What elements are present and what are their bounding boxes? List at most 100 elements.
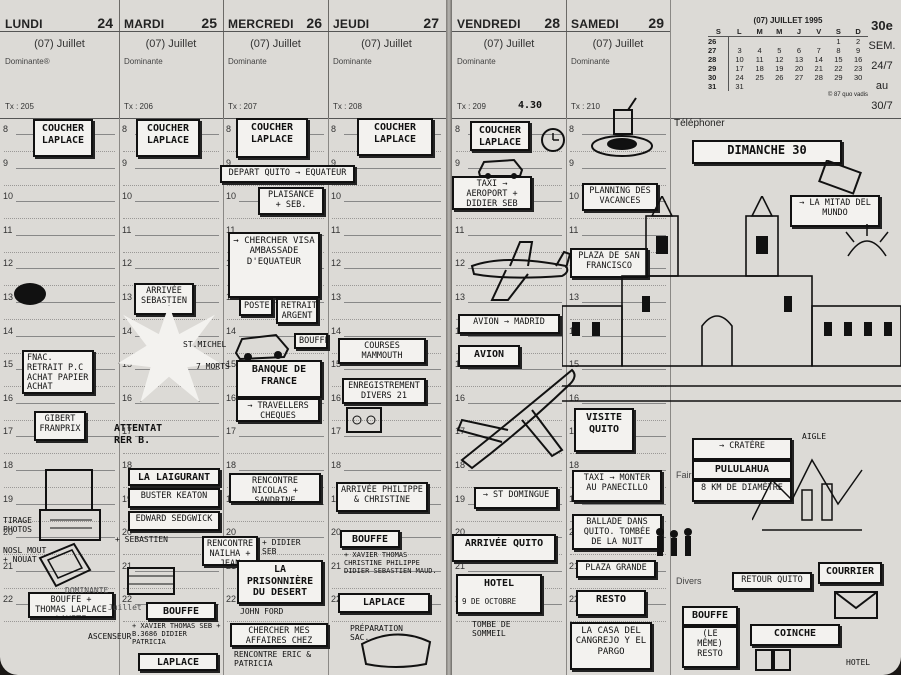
week-end: 30/7 bbox=[871, 100, 893, 112]
hour-label: 9 bbox=[226, 158, 232, 168]
hour-label: 14 bbox=[3, 326, 14, 336]
hour-line bbox=[135, 436, 219, 437]
day-dominante: Dominante bbox=[333, 57, 372, 66]
half-hour-line bbox=[227, 621, 324, 622]
hour-label: 10 bbox=[3, 191, 14, 201]
mini-calendar-day bbox=[829, 82, 849, 91]
note-plaza-san-francisco: PLAZA DE SAN FRANCISCO bbox=[570, 248, 648, 278]
mini-calendar-week: 29 bbox=[708, 64, 730, 73]
playing-cards-drawing bbox=[755, 649, 791, 671]
mini-calendar-day: 19 bbox=[775, 64, 784, 73]
mini-calendar-day: 13 bbox=[794, 55, 804, 64]
day-header-samedi: SAMEDI 29 (07) Juillet Dominante Tx : 21… bbox=[566, 0, 671, 118]
note-laplace-jeudi: LAPLACE bbox=[338, 593, 430, 613]
hour-label: 21 bbox=[226, 561, 237, 571]
note-arrivee-quito: ARRIVÉE QUITO bbox=[452, 534, 556, 562]
hour-label: 20 bbox=[122, 527, 133, 537]
airplane-2-drawing bbox=[456, 368, 576, 470]
hour-line bbox=[468, 403, 562, 404]
bag-drawing bbox=[360, 633, 432, 668]
note-travellers: → TRAVELLERS CHEQUES bbox=[236, 398, 320, 422]
mini-calendar-day: 24 bbox=[735, 73, 744, 82]
day-number: 24 bbox=[97, 15, 113, 31]
mini-calendar-week: 28 bbox=[708, 55, 730, 64]
half-hour-line bbox=[227, 185, 324, 186]
hour-label: 13 bbox=[3, 292, 14, 302]
note-attentat: ATTENTAT RER B. bbox=[114, 423, 163, 446]
hour-line bbox=[344, 201, 441, 202]
hour-label: 21 bbox=[569, 561, 580, 571]
mini-calendar-day: 1 bbox=[836, 37, 841, 46]
right-page: VENDREDI 28 (07) Juillet Dominante Tx : … bbox=[452, 0, 901, 675]
hour-label: 14 bbox=[226, 326, 237, 336]
note-laplace-mardi: LAPLACE bbox=[138, 653, 218, 671]
note-bouffe-jeudi: BOUFFE bbox=[340, 530, 400, 548]
hour-label: 13 bbox=[122, 292, 133, 302]
mini-calendar-day: 7 bbox=[816, 46, 821, 55]
note-morts: 7 MORTS bbox=[196, 362, 230, 371]
day-name: LUNDI bbox=[5, 17, 43, 31]
hour-line bbox=[344, 571, 441, 572]
half-hour-line bbox=[332, 521, 441, 522]
note-bouffe-laplace: BOUFFE + THOMAS LAPLACE LAXITE bbox=[28, 592, 114, 618]
half-hour-line bbox=[123, 386, 219, 387]
half-hour-line bbox=[456, 218, 562, 219]
mini-calendar-day: 5 bbox=[777, 46, 782, 55]
hour-label: 16 bbox=[226, 393, 237, 403]
note-preparation-sac: PRÉPARATION SAC. bbox=[350, 624, 403, 643]
hour-line bbox=[135, 168, 219, 169]
half-hour-line bbox=[456, 453, 562, 454]
hour-line bbox=[239, 336, 324, 337]
note-enregistrement: ENREGISTREMENT DIVERS 21 bbox=[342, 378, 426, 404]
column-divider bbox=[328, 118, 329, 675]
book-gutter bbox=[446, 0, 452, 675]
day-name: VENDREDI bbox=[457, 17, 521, 31]
day-tx: Tx : 206 bbox=[124, 102, 153, 111]
hour-label: 20 bbox=[331, 527, 342, 537]
note-affaires-vincent: CHERCHER MES AFFAIRES CHEZ VINCENT bbox=[230, 623, 328, 647]
hour-label: 18 bbox=[569, 460, 580, 470]
note-courses: COURSES MAMMOUTH bbox=[338, 338, 426, 364]
mini-calendar-footer: © 87 quo vadis bbox=[827, 92, 868, 98]
hour-line bbox=[468, 369, 562, 370]
header-rule bbox=[0, 31, 446, 32]
note-coucher-vendredi: COUCHER LAPLACE bbox=[470, 121, 530, 151]
mini-calendar-day: 3 bbox=[737, 46, 742, 55]
day-month: (07) Juillet bbox=[34, 38, 85, 50]
hour-label: 9 bbox=[331, 158, 337, 168]
hour-label: 17 bbox=[3, 426, 14, 436]
half-hour-line bbox=[123, 554, 219, 555]
mini-calendar-day bbox=[769, 82, 789, 91]
half-hour-line bbox=[456, 521, 562, 522]
mini-calendar-day: 25 bbox=[755, 73, 764, 82]
half-hour-line bbox=[332, 252, 441, 253]
hour-line bbox=[239, 436, 324, 437]
half-hour-line bbox=[570, 621, 666, 622]
hour-label: 9 bbox=[122, 158, 128, 168]
hour-line bbox=[16, 201, 115, 202]
hour-line bbox=[344, 470, 441, 471]
half-hour-line bbox=[4, 319, 115, 320]
day-dominante: Dominante bbox=[571, 57, 610, 66]
day-month: (07) Juillet bbox=[361, 38, 412, 50]
hour-label: 12 bbox=[3, 258, 14, 268]
taxi-drawing bbox=[477, 158, 524, 179]
hour-label: 12 bbox=[331, 258, 342, 268]
half-hour-line bbox=[332, 218, 441, 219]
hour-line bbox=[468, 235, 562, 236]
mini-calendar-day: 26 bbox=[775, 73, 784, 82]
half-hour-line bbox=[332, 588, 441, 589]
hour-line bbox=[135, 537, 219, 538]
mini-calendar-day: 11 bbox=[755, 55, 764, 64]
hour-label: 9 bbox=[3, 158, 9, 168]
note-diametre: 8 KM DE DIAMÈTRE bbox=[692, 480, 792, 502]
hour-label: 18 bbox=[122, 460, 133, 470]
car-drawing bbox=[234, 333, 290, 361]
hour-label: 18 bbox=[226, 460, 237, 470]
note-bouffe: BOUFFE bbox=[294, 333, 328, 349]
hour-label: 19 bbox=[122, 494, 133, 504]
hour-label: 11 bbox=[331, 225, 341, 235]
note-plaza-grande: PLAZA GRANDE bbox=[576, 560, 656, 578]
